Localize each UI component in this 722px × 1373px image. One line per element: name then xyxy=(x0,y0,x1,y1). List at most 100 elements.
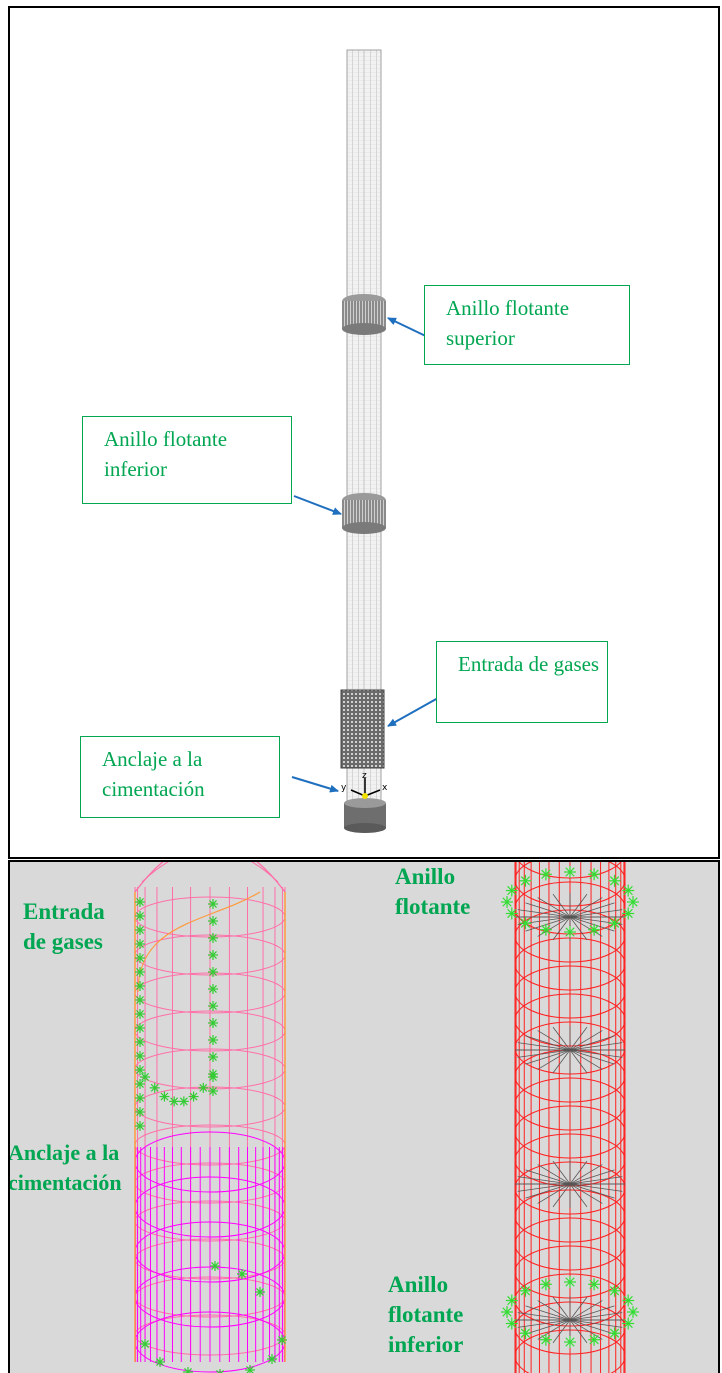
inlet-opening-nodes xyxy=(135,897,218,1131)
chimney-model-drawing: z x y xyxy=(291,49,439,833)
support-node-marker xyxy=(505,1294,518,1307)
support-node-marker xyxy=(135,1009,145,1019)
mesh-ring xyxy=(514,1077,626,1131)
mesh-detail-drawing xyxy=(134,862,639,1373)
support-node-marker xyxy=(608,1327,621,1340)
support-node-marker xyxy=(149,1082,160,1093)
support-node-marker xyxy=(208,984,218,994)
support-node-marker xyxy=(588,1333,601,1346)
label-anchorage: Anclaje a la cimentación xyxy=(8,1138,178,1198)
support-node-marker xyxy=(627,896,639,908)
label-lower-ring-text: Anillo flotante inferior xyxy=(388,1272,464,1357)
support-node-marker xyxy=(208,933,218,943)
support-node-marker xyxy=(622,1294,635,1307)
anchorage-support-nodes xyxy=(140,1261,287,1373)
support-node-marker xyxy=(135,1107,145,1117)
support-node-marker xyxy=(208,899,218,909)
support-node-marker xyxy=(135,981,145,991)
support-node-marker xyxy=(135,953,145,963)
label-gas-inlet: Entrada de gases xyxy=(23,897,123,957)
support-node-marker xyxy=(267,1354,277,1364)
support-node-marker xyxy=(135,995,145,1005)
support-node-marker xyxy=(135,1121,145,1131)
support-node-marker xyxy=(208,967,218,977)
support-node-marker xyxy=(183,1367,193,1373)
support-node-marker xyxy=(155,1357,165,1367)
callout-gas-inlet: Entrada de gases xyxy=(436,641,608,723)
lower-floating-ring xyxy=(342,493,386,534)
callout-upper-ring: Anillo flotante superior xyxy=(424,285,630,365)
support-node-marker xyxy=(169,1096,180,1107)
support-node-marker xyxy=(135,911,145,921)
gas-inlet-panel xyxy=(340,689,385,769)
support-node-marker xyxy=(208,950,218,960)
support-node-marker xyxy=(210,1261,220,1271)
support-node-marker xyxy=(198,1082,209,1093)
support-node-marker xyxy=(208,1018,218,1028)
support-node-marker xyxy=(501,1306,513,1318)
axes-triad: z x y xyxy=(341,771,388,799)
fem-mesh-detail-panel: Entrada de gases Anclaje a la cimentació… xyxy=(8,860,720,1373)
support-node-marker xyxy=(140,1072,150,1082)
support-node-marker xyxy=(608,874,621,887)
support-node-marker xyxy=(135,1079,145,1089)
label-gas-inlet-text: Entrada de gases xyxy=(23,899,105,954)
support-node-marker xyxy=(135,925,145,935)
support-node-marker xyxy=(135,897,145,907)
support-node-marker xyxy=(135,1065,145,1075)
support-node-marker xyxy=(135,939,145,949)
support-node-marker xyxy=(608,917,621,930)
upper-floating-ring xyxy=(342,294,386,335)
support-node-marker xyxy=(519,874,532,887)
support-node-marker xyxy=(208,1052,218,1062)
support-node-marker xyxy=(135,1023,145,1033)
chimney-3d-view-panel: z x y Anillo flotante superior Anillo fl… xyxy=(8,6,720,859)
support-node-marker xyxy=(140,1339,150,1349)
callout-upper-ring-text: Anillo flotante superior xyxy=(446,296,570,350)
support-node-marker xyxy=(539,1278,552,1291)
support-node-marker xyxy=(505,907,518,920)
support-node-marker xyxy=(564,1276,576,1288)
anchorage-base xyxy=(344,798,386,833)
support-node-marker xyxy=(588,1278,601,1291)
axis-label-y: y xyxy=(341,783,347,793)
support-node-marker xyxy=(519,1284,532,1297)
mesh-ring xyxy=(514,1105,626,1159)
support-node-marker xyxy=(627,1306,639,1318)
support-node-marker xyxy=(255,1287,265,1297)
support-node-marker xyxy=(622,884,635,897)
support-node-marker xyxy=(622,907,635,920)
support-node-marker xyxy=(135,1051,145,1061)
support-node-marker xyxy=(135,967,145,977)
arrow-anchorage xyxy=(291,776,339,793)
support-node-marker xyxy=(564,866,576,878)
callout-anchorage-text: Anclaje a la cimentación xyxy=(102,747,205,801)
support-node-marker xyxy=(208,1086,218,1096)
support-node-marker xyxy=(159,1091,170,1102)
support-node-marker xyxy=(216,1369,224,1373)
axis-label-z: z xyxy=(362,771,367,781)
support-node-marker xyxy=(208,1035,218,1045)
support-node-marker xyxy=(505,884,518,897)
support-node-marker xyxy=(135,1093,145,1103)
support-node-marker xyxy=(539,868,552,881)
support-node-marker xyxy=(519,1327,532,1340)
support-node-marker xyxy=(539,923,552,936)
label-anchorage-text: Anclaje a la cimentación xyxy=(8,1140,122,1195)
support-node-marker xyxy=(588,923,601,936)
support-node-marker xyxy=(501,896,513,908)
callout-lower-ring: Anillo flotante inferior xyxy=(82,416,292,504)
support-node-marker xyxy=(188,1091,199,1102)
support-node-marker xyxy=(519,917,532,930)
support-node-marker xyxy=(178,1096,189,1107)
ring-support-nodes xyxy=(501,866,639,1348)
support-node-marker xyxy=(564,1336,576,1348)
support-node-marker xyxy=(208,1001,218,1011)
support-node-marker xyxy=(588,868,601,881)
support-node-marker xyxy=(208,916,218,926)
support-node-marker xyxy=(539,1333,552,1346)
ring-section-mesh xyxy=(514,862,626,1373)
inlet-cylinder-mesh xyxy=(134,862,286,1373)
callout-gas-inlet-text: Entrada de gases xyxy=(458,652,600,676)
axis-label-x: x xyxy=(382,783,388,793)
